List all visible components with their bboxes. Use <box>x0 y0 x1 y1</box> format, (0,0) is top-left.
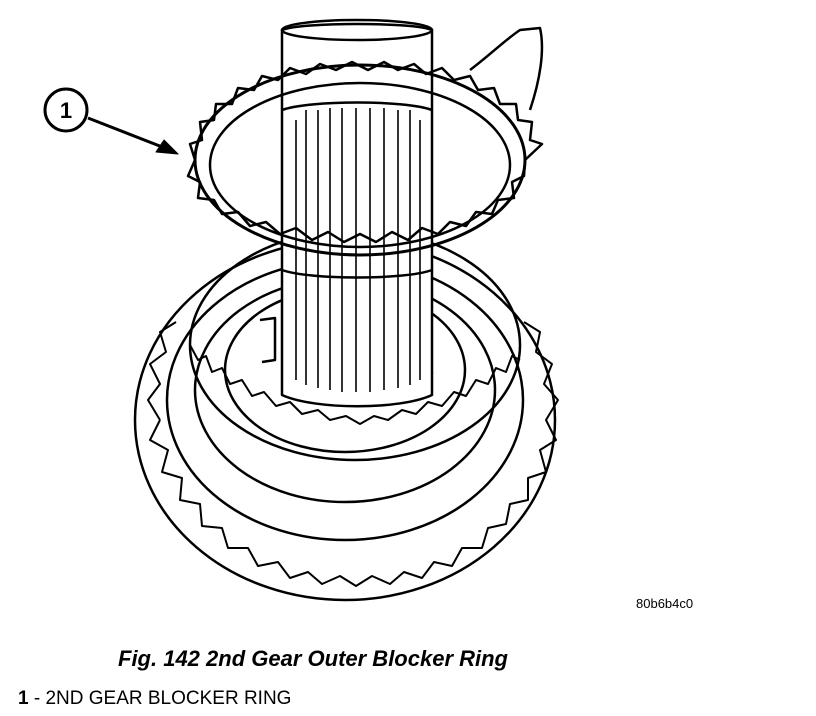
figure-reference-code: 80b6b4c0 <box>636 596 694 611</box>
main-shaft <box>280 18 434 408</box>
legend-item: 1 - 2ND GEAR BLOCKER RING <box>18 688 291 710</box>
callout-marker: 1 <box>43 87 89 133</box>
legend-text: - 2ND GEAR BLOCKER RING <box>28 688 292 709</box>
figure-caption: Fig. 142 2nd Gear Outer Blocker Ring <box>118 646 508 671</box>
gear-blocker-ring-illustration: 1 <box>43 18 559 602</box>
blocker-ring <box>186 60 544 257</box>
housing-outline <box>469 26 544 111</box>
callout-leader-arrow <box>87 116 179 155</box>
callout-number: 1 <box>60 98 72 123</box>
legend-number: 1 <box>18 688 29 709</box>
